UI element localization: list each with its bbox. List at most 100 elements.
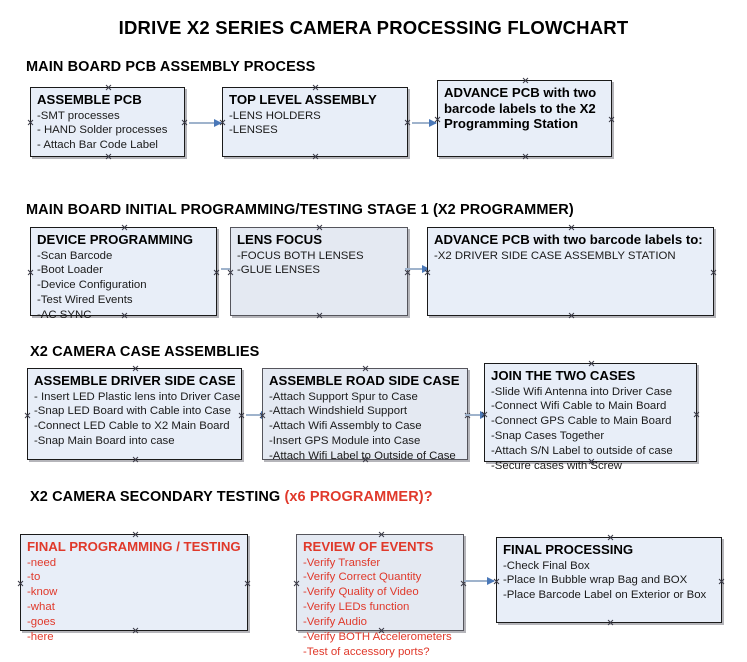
node-line: -Scan Barcode — [37, 249, 113, 262]
connection-handle-top — [362, 365, 369, 372]
node-assemble-driver-side-case[interactable]: ASSEMBLE DRIVER SIDE CASE - Insert LED P… — [27, 368, 242, 460]
node-title: FINAL PROCESSING — [503, 542, 634, 557]
connection-handle-left — [27, 119, 34, 126]
connection-handle-top — [121, 224, 128, 231]
node-line: -Snap Cases Together — [491, 430, 605, 443]
node-line: -Boot Loader — [37, 264, 103, 277]
connection-handle-top — [522, 77, 529, 84]
node-line: -Verify BOTH Accelerometers — [303, 630, 452, 643]
connection-handle-right — [404, 269, 411, 276]
connection-handle-left — [227, 269, 234, 276]
node-title: ASSEMBLE ROAD SIDE CASE — [269, 373, 460, 388]
connector-review-of-events-to-final-processing — [464, 576, 495, 585]
connection-handle-right — [404, 119, 411, 126]
connection-handle-top — [588, 360, 595, 367]
connection-handle-left — [17, 580, 24, 587]
node-join-the-two-cases[interactable]: JOIN THE TWO CASES -Slide Wifi Antenna i… — [484, 360, 700, 472]
node-title: ADVANCE PCB with two barcode labels to: — [434, 232, 703, 247]
node-line: - Insert LED Plastic lens into Driver Ca… — [34, 390, 241, 403]
connection-handle-right — [238, 412, 245, 419]
section-heading-text: X2 CAMERA SECONDARY TESTING — [30, 489, 285, 505]
node-line: -Connect Wifi Cable to Main Board — [491, 400, 667, 413]
node-line: -Verify Transfer — [303, 556, 381, 569]
node-device-programming[interactable]: DEVICE PROGRAMMING -Scan Barcode -Boot L… — [30, 224, 220, 321]
node-review-of-events[interactable]: REVIEW OF EVENTS -Verify Transfer -Verif… — [293, 531, 464, 658]
node-line: -Device Configuration — [37, 279, 147, 292]
connection-handle-top — [312, 84, 319, 91]
arrow-head-icon — [214, 118, 222, 127]
node-line: -Attach S/N Label to outside of case — [491, 444, 673, 457]
node-lens-focus[interactable]: LENS FOCUS -FOCUS BOTH LENSES -GLUE LENS… — [230, 227, 408, 316]
node-line: -Place In Bubble wrap Bag and BOX — [503, 574, 688, 587]
node-assemble-road-side-case[interactable]: ASSEMBLE ROAD SIDE CASE -Attach Support … — [262, 365, 468, 462]
node-line: -Verify LEDs function — [303, 601, 410, 614]
node-line: -know — [27, 586, 58, 599]
node-line: -Place Barcode Label on Exterior or Box — [503, 589, 707, 602]
node-line: -X2 DRIVER SIDE CASE ASSEMBLY STATION — [434, 249, 676, 262]
node-line: -Attach Wifi Label to Outside of Case — [269, 449, 456, 462]
connection-handle-top — [568, 224, 575, 231]
section-heading-x2-camera-case-assemblies: X2 CAMERA CASE ASSEMBLIES — [30, 344, 260, 360]
node-line: -here — [27, 630, 54, 643]
connector-top-level-to-advance-pcb — [412, 118, 437, 127]
arrow-head-icon — [487, 576, 495, 585]
connection-handle-left — [24, 412, 31, 419]
node-title: LENS FOCUS — [237, 232, 322, 247]
connection-handle-top — [316, 224, 323, 231]
node-line: -Snap LED Board with Cable into Case — [34, 405, 231, 418]
node-line: -Connect GPS Cable to Main Board — [491, 415, 672, 428]
node-line: -Attach Windshield Support — [269, 405, 408, 418]
node-advance-pcb-to-programming-station[interactable]: ADVANCE PCB with two barcode labels to t… — [437, 80, 612, 157]
node-line: -AC SYNC — [37, 308, 92, 321]
node-line: -Snap Main Board into case — [34, 435, 175, 448]
node-title: ADVANCE PCB with two barcode labels to t… — [444, 85, 597, 132]
node-title: FINAL PROGRAMMING / TESTING — [27, 539, 241, 554]
connection-handle-top — [378, 531, 385, 538]
connection-handle-left — [293, 580, 300, 587]
node-line: -Slide Wifi Antenna into Driver Case — [491, 385, 673, 398]
node-line: -what — [27, 601, 55, 614]
node-advance-pcb-to-driver-side-case[interactable]: ADVANCE PCB with two barcode labels to: … — [427, 227, 714, 316]
node-title: ASSEMBLE PCB — [37, 92, 142, 107]
node-line: -SMT processes — [37, 109, 120, 122]
arrow-head-icon — [429, 118, 437, 127]
connection-handle-bottom — [316, 312, 323, 319]
node-line-overflow: -Test of accessory ports? — [303, 645, 430, 658]
node-line: -Verify Quality of Video — [303, 586, 419, 599]
connection-handle-right — [244, 580, 251, 587]
node-line: -GLUE LENSES — [237, 264, 320, 277]
connection-handle-top — [132, 531, 139, 538]
node-line: -Attach Wifi Assembly to Case — [269, 420, 422, 433]
node-top-level-assembly[interactable]: TOP LEVEL ASSEMBLY -LENS HOLDERS -LENSES — [222, 87, 408, 157]
node-line: -FOCUS BOTH LENSES — [237, 249, 364, 262]
node-assemble-pcb[interactable]: ASSEMBLE PCB -SMT processes - HAND Solde… — [30, 87, 185, 157]
connection-handle-bottom — [568, 312, 575, 319]
node-title: TOP LEVEL ASSEMBLY — [229, 92, 377, 107]
node-line: -Attach Support Spur to Case — [269, 390, 418, 403]
node-title: REVIEW OF EVENTS — [303, 539, 434, 554]
node-line: - Attach Bar Code Label — [37, 139, 158, 152]
connection-handle-bottom — [522, 153, 529, 160]
node-line: -Test Wired Events — [37, 294, 133, 307]
node-line: -Check Final Box — [503, 559, 590, 572]
node-line: -Secure cases with Screw — [491, 459, 623, 472]
node-final-processing[interactable]: FINAL PROCESSING -Check Final Box -Place… — [496, 537, 722, 623]
node-line: -goes — [27, 615, 56, 628]
connector-assemble-pcb-to-top-level — [189, 118, 222, 127]
connection-handle-right — [693, 411, 700, 418]
section-heading-main-board-pcb-assembly: MAIN BOARD PCB ASSEMBLY PROCESS — [26, 59, 316, 75]
connection-handle-right — [213, 269, 220, 276]
node-line: -Verify Correct Quantity — [303, 571, 422, 584]
node-final-programming-testing[interactable]: FINAL PROGRAMMING / TESTING -need -to -k… — [17, 531, 251, 643]
node-line: -Insert GPS Module into Case — [269, 435, 421, 448]
node-line: -LENS HOLDERS — [229, 109, 321, 122]
section-heading-accent: (x6 PROGRAMMER)? — [284, 489, 433, 505]
connection-handle-right — [710, 269, 717, 276]
connection-handle-right — [608, 116, 615, 123]
connection-handle-top — [607, 534, 614, 541]
connection-handle-top — [105, 84, 112, 91]
node-line: -LENSES — [229, 124, 278, 137]
node-line: -to — [27, 571, 41, 584]
connection-handle-bottom — [132, 456, 139, 463]
